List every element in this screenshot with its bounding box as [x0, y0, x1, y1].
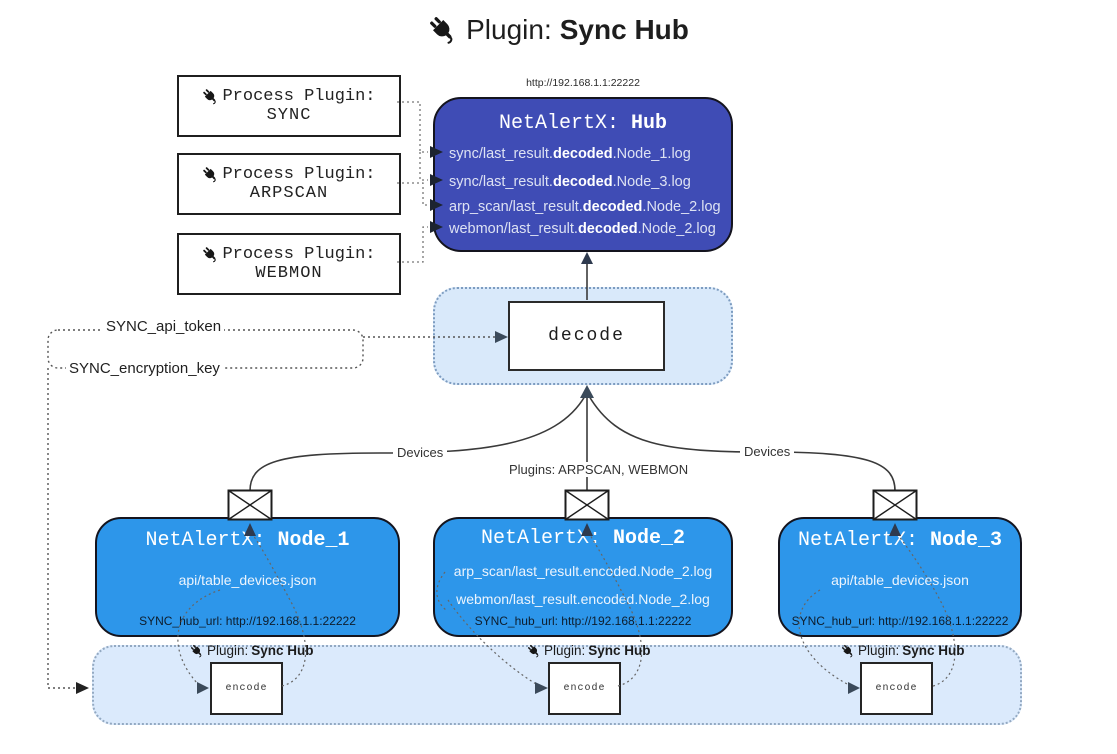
node-title: NetAlertX: Node_2	[480, 527, 686, 550]
node-file: arp_scan/last_result.encoded.Node_2.log	[453, 563, 713, 579]
node-file: api/table_devices.json	[178, 572, 317, 588]
node-1-box: NetAlertX: Node_1 api/table_devices.json…	[95, 517, 400, 637]
plug-icon	[841, 643, 855, 658]
encode-plugin-label: Plugin:Sync Hub	[841, 643, 965, 658]
process-plugin-label: Process Plugin:	[222, 87, 376, 106]
hub-log-line: arp_scan/last_result.decoded.Node_2.log	[449, 199, 721, 215]
node-file: webmon/last_result.encoded.Node_2.log	[456, 591, 710, 607]
encode-box: encode	[548, 662, 621, 715]
node-hub-url: SYNC_hub_url: http://192.168.1.1:22222	[474, 614, 692, 628]
process-plugin-name: WEBMON	[255, 264, 323, 283]
plug-icon	[202, 166, 220, 183]
encode-box: encode	[210, 662, 283, 715]
process-plugin-arpscan: Process Plugin: ARPSCAN	[177, 153, 401, 215]
node-hub-url: SYNC_hub_url: http://192.168.1.1:22222	[139, 614, 356, 628]
title-name: Sync Hub	[559, 14, 689, 45]
node-title: NetAlertX: Node_1	[145, 529, 350, 552]
page-title: Plugin: Sync Hub	[0, 14, 1117, 46]
envelope-icon	[564, 489, 610, 521]
decode-box: decode	[508, 301, 665, 371]
plug-icon	[202, 88, 220, 105]
title-prefix: Plugin:	[466, 14, 552, 45]
sync-api-token-label: SYNC_api_token	[103, 318, 225, 335]
hub-title: NetAlertX: Hub	[498, 112, 668, 135]
node-3-box: NetAlertX: Node_3 api/table_devices.json…	[778, 517, 1022, 637]
node-file: api/table_devices.json	[831, 572, 969, 588]
node-title: NetAlertX: Node_3	[797, 529, 1003, 552]
encode-plugin-label: Plugin:Sync Hub	[190, 643, 314, 658]
process-plugin-sync: Process Plugin: SYNC	[177, 75, 401, 137]
plug-icon	[527, 643, 541, 658]
process-plugin-label: Process Plugin:	[222, 245, 376, 264]
encode-plugin-label: Plugin:Sync Hub	[527, 643, 651, 658]
process-plugin-webmon: Process Plugin: WEBMON	[177, 233, 401, 295]
envelope-icon	[227, 489, 273, 521]
plug-icon	[428, 15, 459, 45]
node-2-box: NetAlertX: Node_2 arp_scan/last_result.e…	[433, 517, 733, 637]
hub-log-line: sync/last_result.decoded.Node_3.log	[449, 174, 691, 190]
encode-box: encode	[860, 662, 933, 715]
hub-url-label: http://192.168.1.1:22222	[526, 77, 640, 89]
plug-icon	[202, 246, 220, 263]
process-plugin-label: Process Plugin:	[222, 165, 376, 184]
process-plugin-name: SYNC	[266, 106, 312, 125]
hub-log-line: webmon/last_result.decoded.Node_2.log	[449, 221, 716, 237]
process-plugin-name: ARPSCAN	[249, 184, 329, 203]
plugins-center-label: Plugins: ARPSCAN, WEBMON	[505, 462, 693, 477]
hub-log-line: sync/last_result.decoded.Node_1.log	[449, 146, 691, 162]
devices-left-label: Devices	[393, 445, 448, 460]
hub-box: NetAlertX: Hub sync/last_result.decoded.…	[433, 97, 733, 252]
sync-encryption-key-label: SYNC_encryption_key	[66, 360, 223, 377]
devices-right-label: Devices	[740, 444, 795, 459]
envelope-icon	[872, 489, 918, 521]
node-hub-url: SYNC_hub_url: http://192.168.1.1:22222	[791, 614, 1009, 628]
plug-icon	[190, 643, 204, 658]
